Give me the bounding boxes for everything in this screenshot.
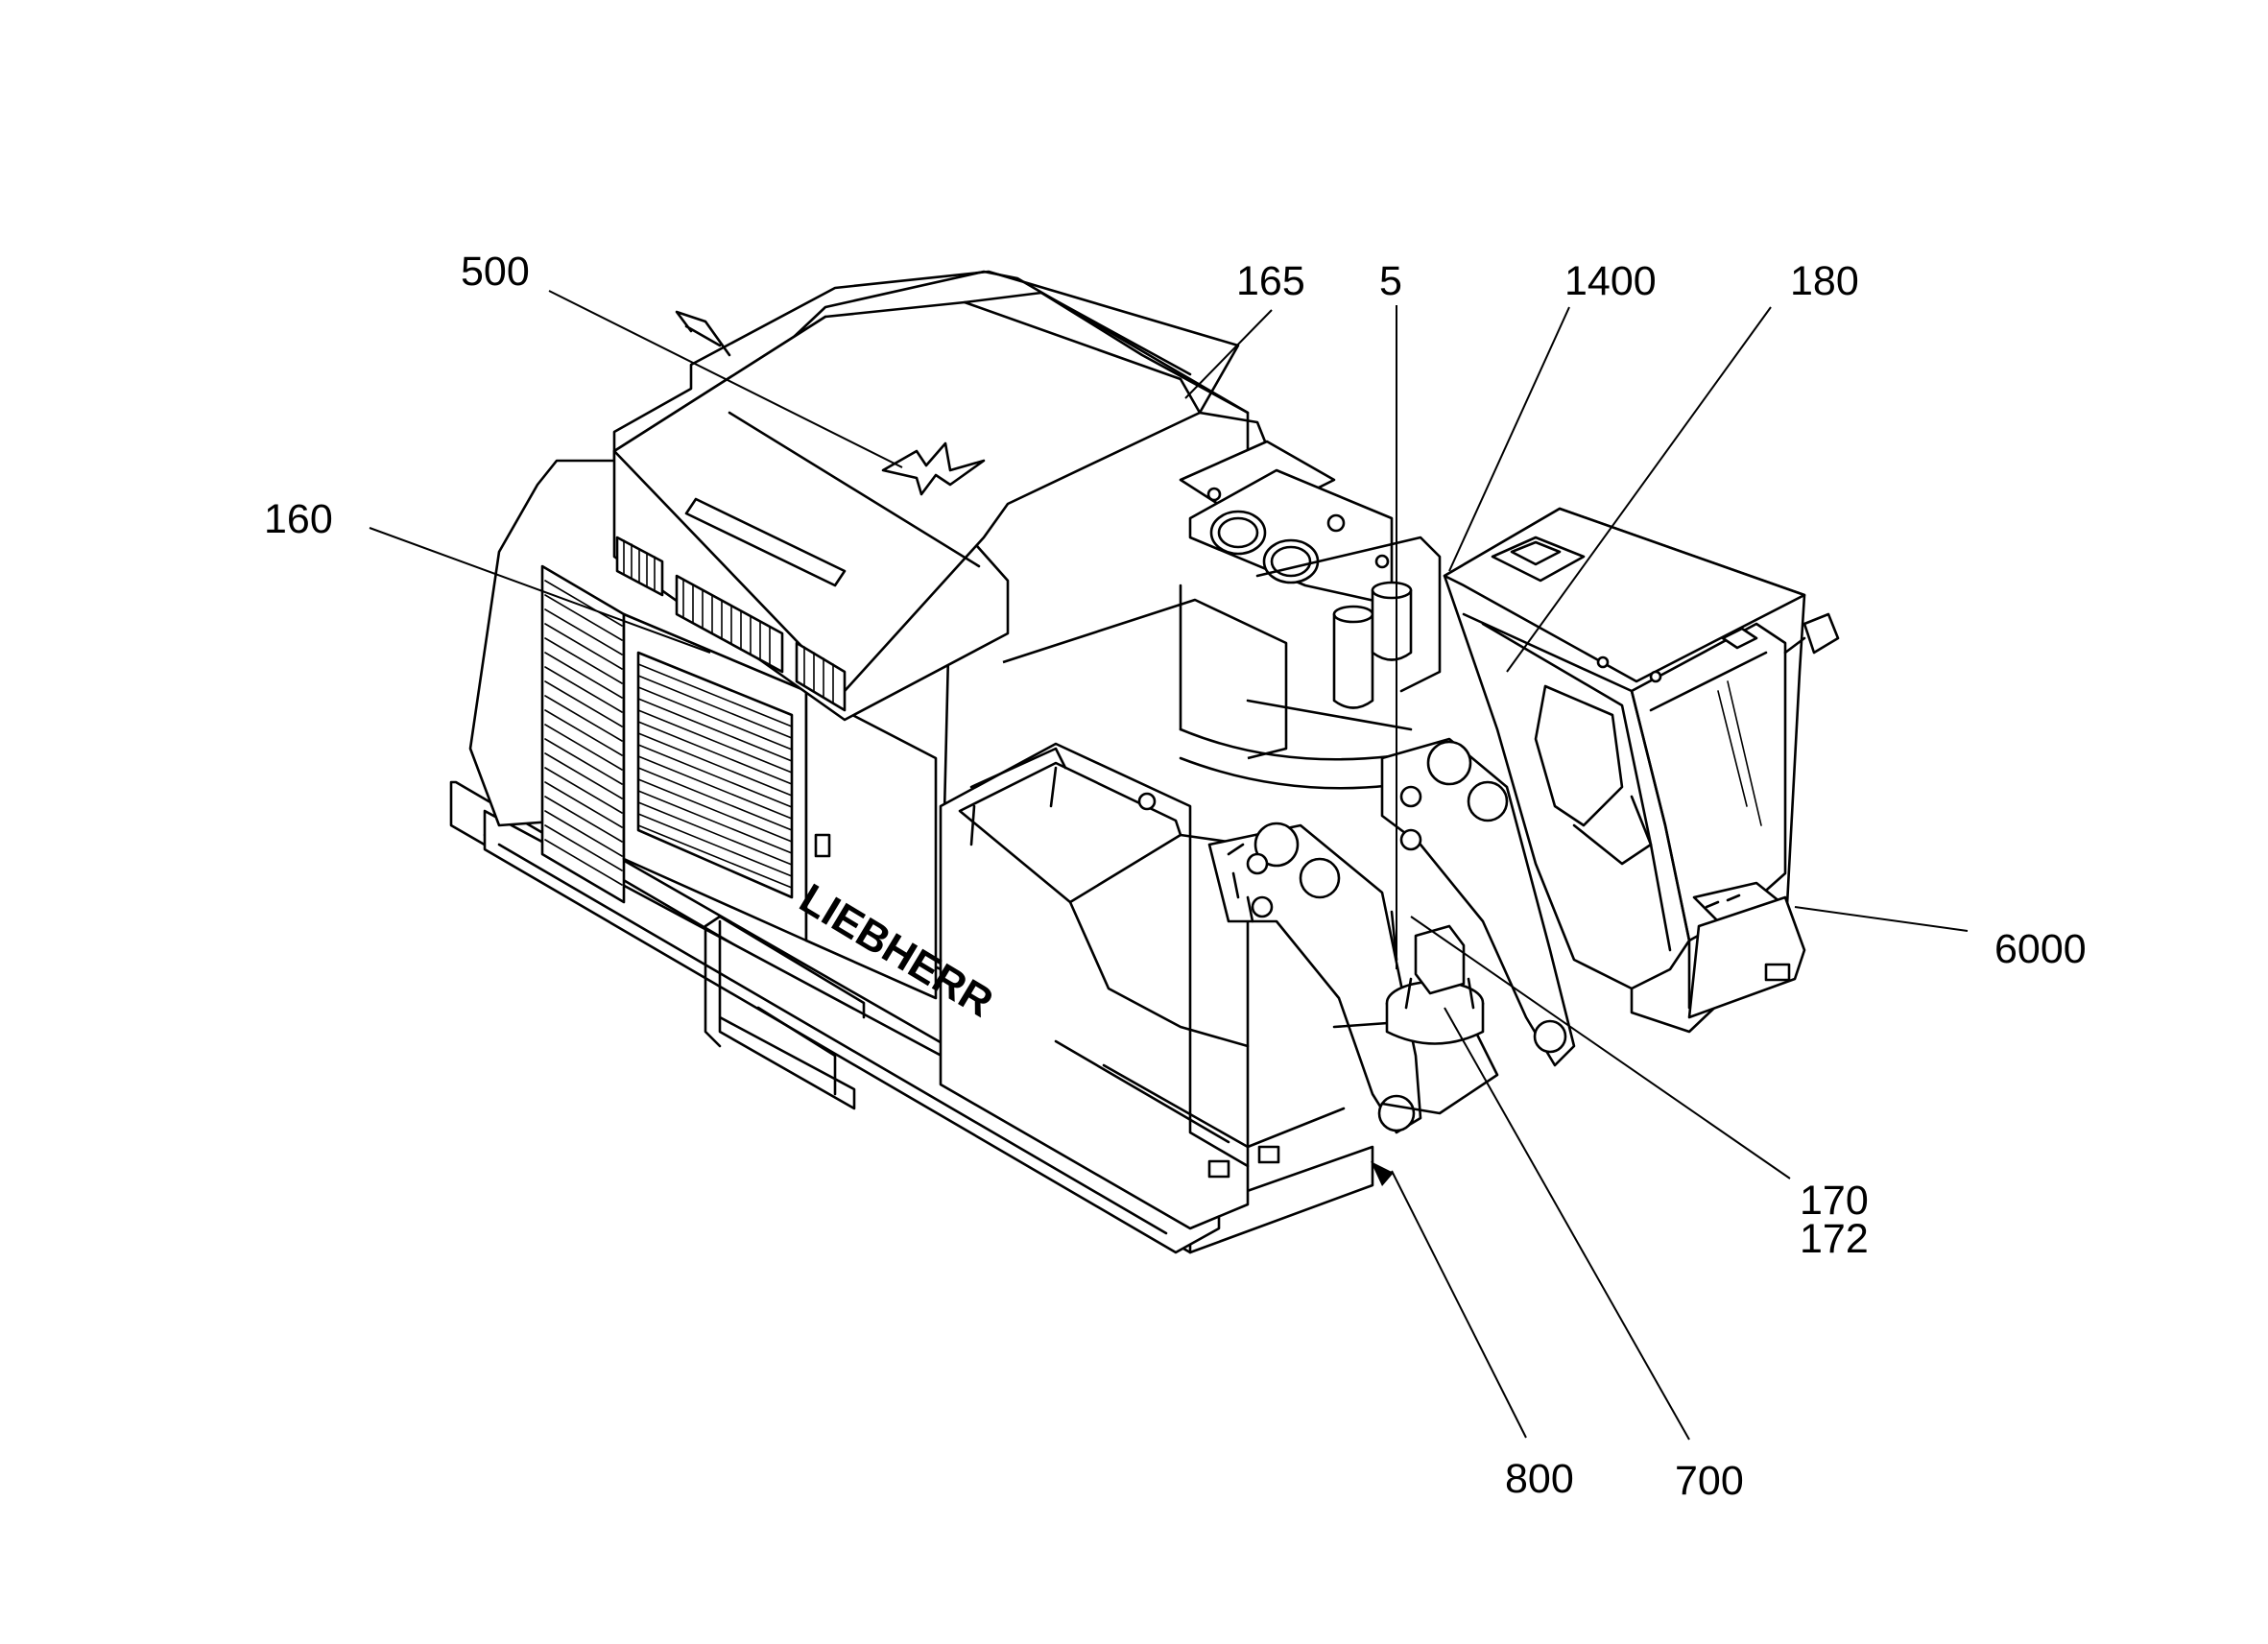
leader-700 bbox=[1444, 1007, 1690, 1441]
radiator-grille bbox=[636, 651, 794, 899]
ref-1400: 1400 bbox=[1564, 258, 1657, 304]
leader-180 bbox=[1506, 306, 1772, 673]
leader-1400 bbox=[1448, 306, 1570, 572]
rear-deck bbox=[963, 291, 1288, 760]
ref-180: 180 bbox=[1790, 258, 1859, 304]
ref-165: 165 bbox=[1236, 258, 1305, 304]
reference-labels: 500 165 5 1400 180 160 6000 170 172 800 … bbox=[264, 249, 2087, 1504]
side-cabinet bbox=[939, 742, 1346, 1230]
ref-170: 170 bbox=[1800, 1178, 1869, 1224]
engine-hood bbox=[612, 300, 1202, 722]
leader-160 bbox=[369, 527, 711, 654]
leader-800 bbox=[1391, 1170, 1527, 1439]
ref-6000: 6000 bbox=[1994, 926, 2087, 972]
ref-5: 5 bbox=[1379, 258, 1402, 304]
side-grille bbox=[544, 580, 623, 886]
ref-172: 172 bbox=[1800, 1216, 1869, 1262]
leader-500 bbox=[548, 290, 903, 468]
tank-area bbox=[1179, 440, 1442, 790]
leader-6000 bbox=[1794, 906, 1969, 932]
handrail bbox=[704, 915, 866, 1110]
arrowhead-800 bbox=[1371, 1161, 1394, 1186]
operator-cab bbox=[1443, 507, 1840, 1034]
leader-165 bbox=[1184, 309, 1273, 399]
ref-500: 500 bbox=[461, 249, 530, 295]
leader-170 bbox=[1410, 916, 1791, 1179]
leader-lines bbox=[369, 290, 1969, 1441]
ref-700: 700 bbox=[1675, 1458, 1744, 1504]
swivel-joint bbox=[1385, 910, 1485, 1045]
boom-links bbox=[1207, 737, 1576, 1134]
ref-160: 160 bbox=[264, 496, 333, 542]
ref-800: 800 bbox=[1505, 1456, 1574, 1502]
